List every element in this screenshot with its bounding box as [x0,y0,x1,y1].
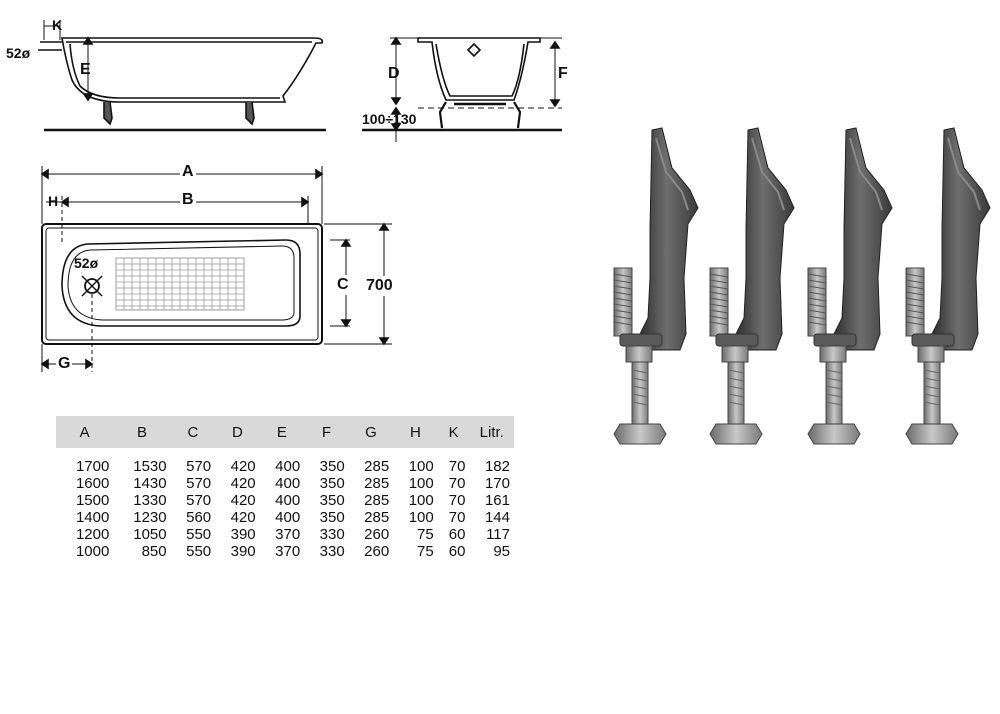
table-cell: 117 [486,526,510,543]
top-a-label: A [180,163,196,180]
table-cell: 390 [230,526,256,543]
table-cell: 285 [364,492,390,509]
table-header-cell: E [259,416,305,448]
table-row: 1200 1050 550 390 370 330 260 75 60 117 [56,526,514,543]
table-cell: 182 [484,458,510,475]
table-cell: 550 [186,543,212,560]
table-cell: 100 [408,492,434,509]
table-header-row: A B C D E F G H K Litr. [56,416,514,448]
table-cell: 95 [493,543,510,560]
table-cell: 144 [484,509,510,526]
table-cell: 560 [186,509,212,526]
table-cell: 285 [364,509,390,526]
table-cell: 350 [319,458,345,475]
table-cell: 75 [417,543,434,560]
table-cell: 70 [448,509,466,526]
table-cell: 850 [141,543,167,560]
table-cell: 400 [275,509,301,526]
table-cell: 75 [417,526,434,543]
table-row: 1700 1530 570 420 400 350 285 100 70 182 [56,448,514,475]
table-cell: 161 [484,492,510,509]
table-row: 1000 850 550 390 370 330 260 75 60 95 [56,543,514,560]
table-header-cell: H [393,416,438,448]
top-g-label: G [56,355,73,372]
table-cell: 1050 [133,526,167,543]
table-cell: 1230 [133,509,167,526]
end-view-drawing [362,36,562,142]
table-cell: 370 [275,526,301,543]
table-cell: 260 [364,543,390,560]
table-cell: 1430 [133,475,167,492]
table-header-cell: K [437,416,470,448]
table-cell: 100 [408,509,434,526]
table-cell: 1400 [75,509,110,526]
table-cell: 100 [408,475,434,492]
table-header-cell: D [215,416,260,448]
table-cell: 420 [230,475,256,492]
table-cell: 1200 [75,526,110,543]
table-cell: 70 [448,492,466,509]
side-k-label: K [52,17,63,33]
table-cell: 1530 [133,458,167,475]
table-cell: 1600 [75,475,110,492]
table-cell: 400 [275,458,301,475]
table-row: 1400 1230 560 420 400 350 285 100 70 144 [56,509,514,526]
top-width-label: 700 [366,276,393,296]
table-cell: 330 [319,526,345,543]
mounting-foot-4 [905,127,991,445]
table-header-cell: A [56,416,114,448]
top-drain-label: 52ø [74,255,99,271]
top-h-label: H [48,193,59,209]
side-view-drawing [38,20,326,132]
end-f-label: F [558,65,568,82]
table-cell: 420 [230,509,256,526]
table-cell: 420 [230,458,256,475]
table-cell: 370 [275,543,301,560]
table-row: 1600 1430 570 420 400 350 285 100 70 170 [56,475,514,492]
table-cell: 550 [186,526,212,543]
mounting-foot-3 [807,127,893,445]
table-cell: 330 [319,543,345,560]
table-cell: 1500 [75,492,110,509]
table-cell: 100 [408,458,434,475]
table-row: 1500 1330 570 420 400 350 285 100 70 161 [56,492,514,509]
table-cell: 570 [186,475,212,492]
table-cell: 260 [364,526,390,543]
table-header-cell: B [113,416,171,448]
table-header-cell: C [170,416,216,448]
table-cell: 285 [364,475,390,492]
top-b-label: B [180,191,196,208]
table-header-cell: F [304,416,349,448]
mounting-foot-1 [613,127,699,445]
table-cell: 350 [319,475,345,492]
dimensions-table: A B C D E F G H K Litr. 1700 1530 570 42… [56,416,514,560]
end-leg-range-label: 100÷130 [362,111,417,127]
table-cell: 350 [319,509,345,526]
table-cell: 285 [364,458,390,475]
table-cell: 350 [319,492,345,509]
table-cell: 400 [275,475,301,492]
table-cell: 420 [230,492,256,509]
side-drain-label: 52ø [6,45,31,61]
table-header-cell: G [348,416,394,448]
table-header-cell: Litr. [469,416,514,448]
table-cell: 1330 [133,492,167,509]
mounting-foot-2 [709,127,795,445]
table-cell: 170 [484,475,510,492]
table-cell: 60 [448,543,466,560]
table-cell: 70 [448,475,466,492]
table-cell: 70 [448,458,466,475]
table-cell: 570 [186,492,212,509]
table-cell: 570 [186,458,212,475]
table-cell: 400 [275,492,301,509]
top-c-label: C [337,275,349,295]
end-d-label: D [388,65,400,82]
table-cell: 1700 [75,458,110,475]
table-cell: 1000 [75,543,110,560]
side-e-label: E [80,61,91,78]
table-cell: 60 [448,526,466,543]
table-cell: 390 [230,543,256,560]
